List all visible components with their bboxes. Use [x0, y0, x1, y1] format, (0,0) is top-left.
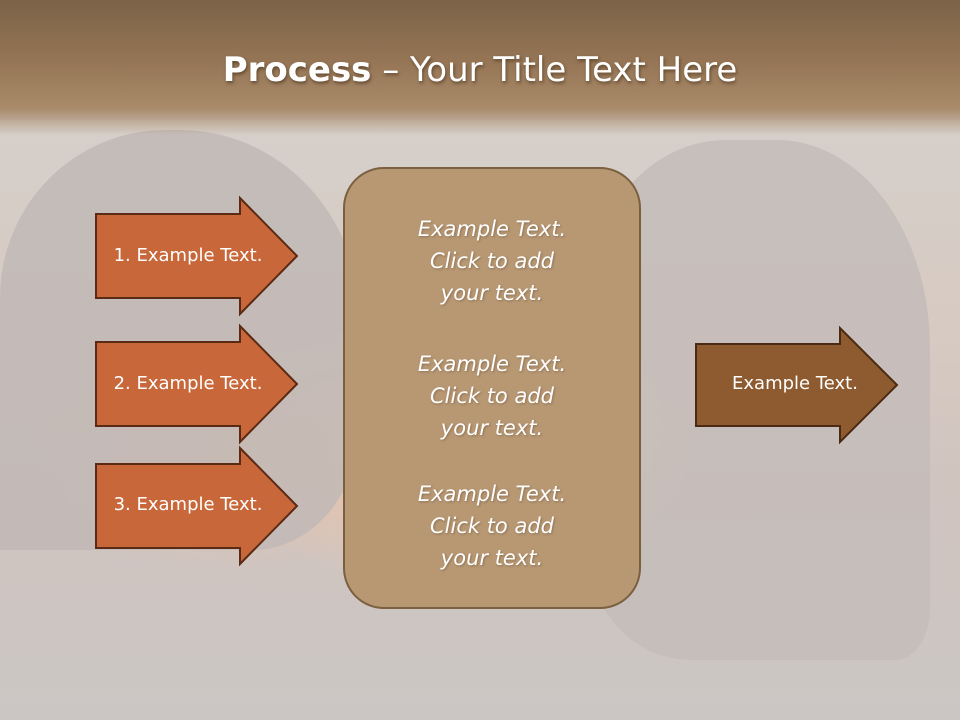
- center-box[interactable]: [343, 167, 641, 609]
- center-text-block-3: Example Text. Click to add your text.: [417, 482, 567, 570]
- title-band: [0, 0, 960, 135]
- left-arrow-2[interactable]: [95, 323, 299, 445]
- title-bold: Process: [222, 50, 372, 90]
- center-text-block-2: Example Text. Click to add your text.: [417, 352, 567, 440]
- left-arrow-1[interactable]: [95, 195, 299, 317]
- center-text-block-1: Example Text. Click to add your text.: [417, 217, 567, 305]
- left-arrow-3[interactable]: [95, 445, 299, 567]
- left-arrow-3-label: 3. Example Text.: [113, 494, 263, 515]
- title-rest: – Your Title Text Here: [371, 50, 738, 90]
- slide-title[interactable]: Process – Your Title Text Here: [0, 50, 960, 90]
- left-arrow-1-label: 1. Example Text.: [113, 245, 263, 266]
- right-arrow[interactable]: [695, 325, 899, 445]
- left-arrow-2-label: 2. Example Text.: [113, 373, 263, 394]
- right-arrow-label: Example Text.: [732, 373, 858, 394]
